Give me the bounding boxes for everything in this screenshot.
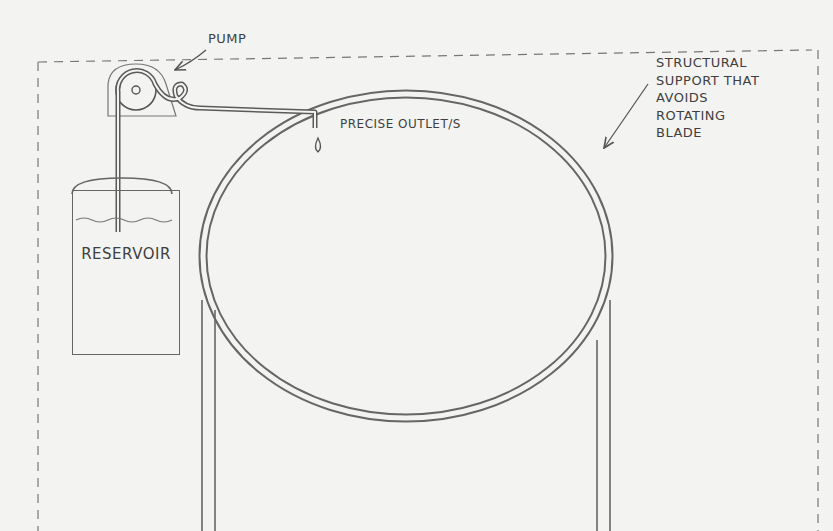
reservoir-box: RESERVOIR [72, 190, 180, 355]
node-text: RESERVOIR [79, 245, 173, 263]
pump-label: PUMP [208, 30, 288, 48]
support-legs [202, 300, 610, 531]
outlet-label: PRECISE OUTLET/S [340, 116, 510, 132]
tube-inner [118, 71, 315, 232]
support-label: STRUCTURAL SUPPORT THAT AVOIDS ROTATING … [656, 54, 764, 142]
pump-leader [175, 50, 206, 70]
dashed-frame [38, 50, 818, 531]
drop [316, 138, 321, 152]
pump-axle [132, 86, 140, 94]
water-line [76, 218, 172, 222]
support-leader [604, 84, 648, 148]
reservoir-lid [72, 178, 172, 194]
support-ring [203, 94, 609, 418]
support-ring-inner [203, 94, 609, 418]
tube [118, 71, 315, 232]
